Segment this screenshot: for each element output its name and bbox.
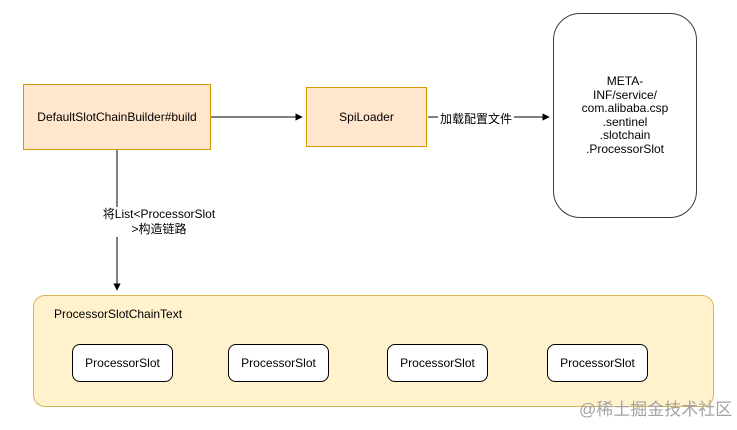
juejin-watermark: @稀土掘金技术社区 [579,400,733,419]
node-label: ProcessorSlot [560,356,635,370]
node-processor-slot-2: ProcessorSlot [228,344,329,382]
meta-file-line: INF/service/ [592,87,657,102]
node-processor-slot-3: ProcessorSlot [387,344,488,382]
node-label: ProcessorSlot [400,356,475,370]
container-label: ProcessorSlotChainText [54,307,183,321]
meta-file-line: .slotchain [599,128,651,142]
node-label: ProcessorSlot [241,356,316,370]
node-processor-slot-1: ProcessorSlot [72,344,173,382]
node-label: ProcessorSlot [85,356,160,370]
meta-file-line: META- [606,74,644,88]
meta-file-line: .sentinel [602,114,648,129]
node-processor-slot-4: ProcessorSlot [547,344,648,382]
node-default-slot-chain-builder: DefaultSlotChainBuilder#build [23,84,211,150]
node-meta-inf-service-file: META- INF/service/ com.alibaba.csp .sent… [553,13,697,218]
edge-label-load-config: 加载配置文件 [438,110,515,127]
edge-label-build-chain: 将List<ProcessorSlot >构造链路 [94,207,224,237]
node-label: DefaultSlotChainBuilder#build [37,110,197,124]
node-spi-loader: SpiLoader [306,87,427,147]
edge-label-line: 将List<ProcessorSlot [102,207,216,221]
edge-label-line: >构造链路 [131,222,187,236]
node-label: SpiLoader [339,110,394,124]
meta-file-line: com.alibaba.csp [581,101,669,115]
meta-file-line: .ProcessorSlot [585,141,665,156]
